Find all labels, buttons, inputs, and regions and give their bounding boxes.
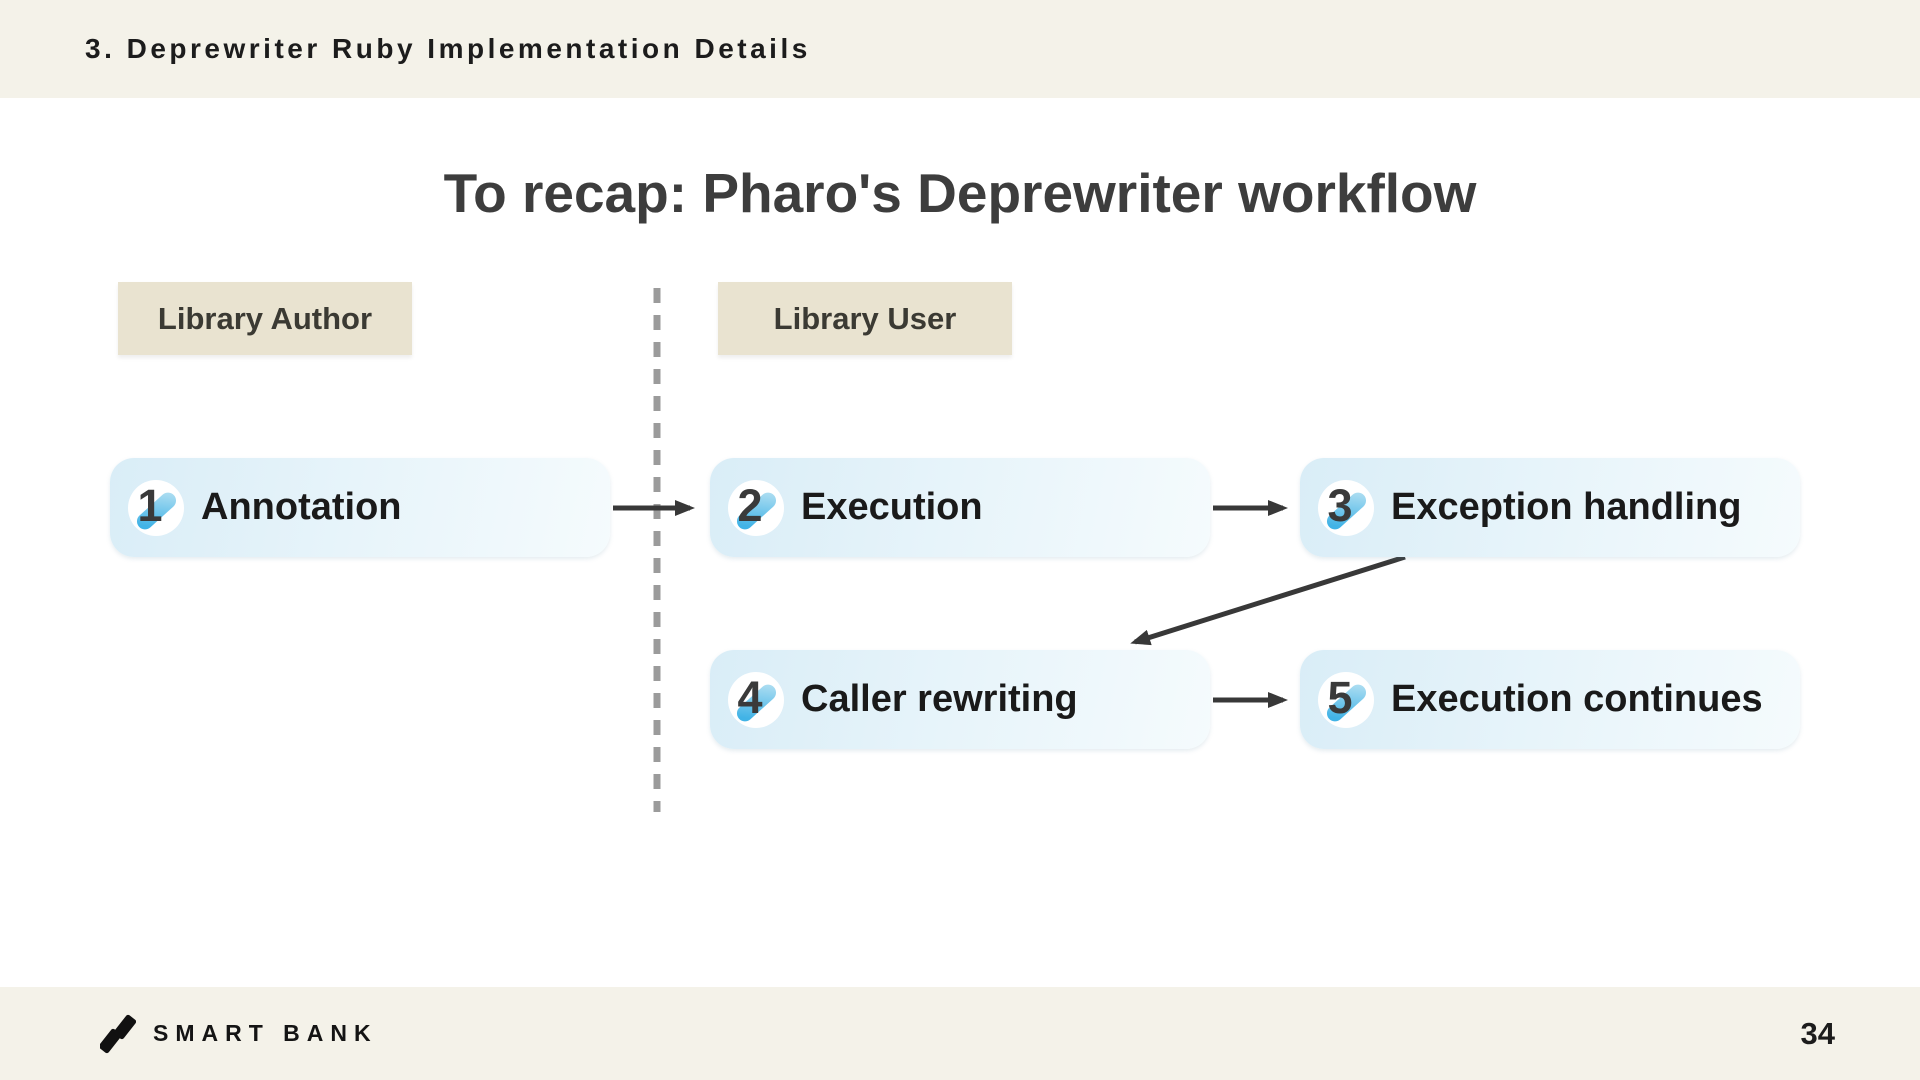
step-label: Execution bbox=[801, 486, 983, 528]
section-title: 3. Deprewriter Ruby Implementation Detai… bbox=[85, 33, 811, 64]
step-number-badge: 4 bbox=[728, 671, 784, 728]
step-number: 4 bbox=[737, 671, 763, 723]
lane-label-text: Library User bbox=[773, 300, 957, 336]
step-number-badge: 2 bbox=[728, 479, 784, 536]
step-box-execution-continues: 5 Execution continues bbox=[1300, 650, 1800, 749]
step-number: 3 bbox=[1327, 479, 1353, 531]
header-bar: 3. Deprewriter Ruby Implementation Detai… bbox=[0, 0, 1920, 98]
arrow-exception-handling-to-caller-rewriting bbox=[1130, 554, 1406, 646]
step-number-badge: 3 bbox=[1318, 479, 1374, 536]
step-number: 2 bbox=[737, 479, 763, 531]
lane-label-library-user: Library User bbox=[718, 282, 1012, 355]
step-number-badge: 1 bbox=[128, 479, 184, 536]
smartbank-logo-icon bbox=[100, 1014, 136, 1053]
step-label: Annotation bbox=[201, 486, 402, 528]
step-label: Execution continues bbox=[1391, 678, 1763, 720]
step-number-badge: 5 bbox=[1318, 671, 1374, 728]
lane-label-text: Library Author bbox=[157, 300, 373, 336]
step-number: 1 bbox=[137, 479, 163, 531]
step-label: Exception handling bbox=[1391, 486, 1742, 528]
step-number: 5 bbox=[1327, 671, 1353, 723]
slide-title: To recap: Pharo's Deprewriter workflow bbox=[443, 162, 1477, 224]
step-box-exception-handling: 3 Exception handling bbox=[1300, 458, 1800, 557]
step-box-execution: 2 Execution bbox=[710, 458, 1210, 557]
lane-label-library-author: Library Author bbox=[118, 282, 412, 355]
step-box-annotation: 1 Annotation bbox=[110, 458, 610, 557]
brand-logo-group: SMART BANK bbox=[100, 1013, 378, 1055]
brand-name: SMART BANK bbox=[153, 1020, 378, 1046]
step-box-caller-rewriting: 4 Caller rewriting bbox=[710, 650, 1210, 749]
page-number: 34 bbox=[1800, 1015, 1835, 1051]
footer-bar: SMART BANK 34 bbox=[0, 987, 1920, 1080]
step-label: Caller rewriting bbox=[801, 678, 1078, 720]
